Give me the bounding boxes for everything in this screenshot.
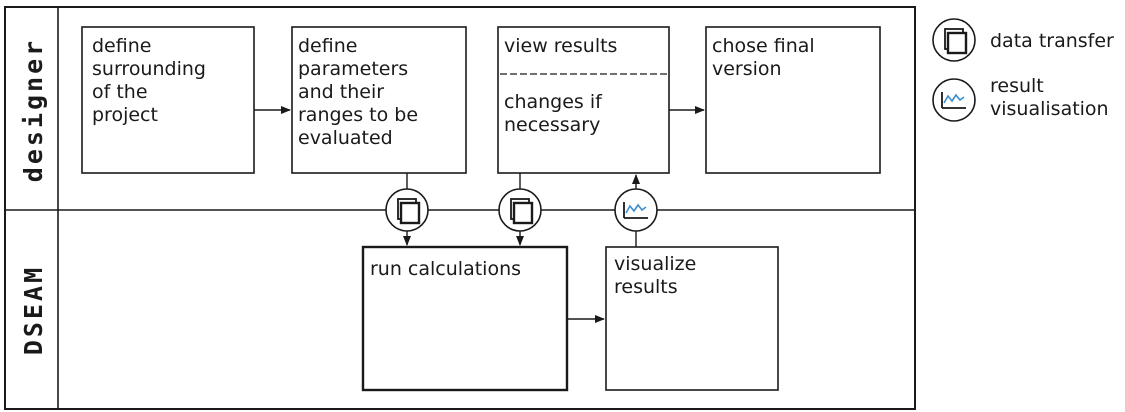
step-text-run-calculations: run calculations: [370, 258, 521, 280]
text-line: results: [614, 276, 678, 298]
text-line: run calculations: [370, 258, 521, 280]
text-line: surrounding: [92, 58, 206, 80]
legend-data-transfer-icon: [932, 18, 976, 62]
legend-label-data-transfer: data transfer: [990, 30, 1114, 52]
lane-label-dseam: DSEAM: [19, 265, 48, 355]
data-transfer-icon: [385, 188, 429, 232]
text-line: necessary: [504, 114, 600, 136]
text-line: chose final: [712, 35, 815, 57]
text-line: result: [990, 75, 1044, 97]
text-line: changes if: [504, 91, 603, 113]
text-line: ranges to be: [298, 104, 418, 126]
text-line: visualize: [614, 253, 696, 275]
text-line: define: [298, 35, 357, 57]
legend-result-visualisation-icon: [932, 78, 976, 122]
step-text-view-results: view results: [504, 35, 617, 57]
text-line: visualisation: [990, 98, 1109, 120]
swimlane-frame: [4, 6, 916, 410]
text-line: version: [712, 58, 782, 80]
step-box-visualize-results: [605, 246, 779, 391]
text-line: project: [92, 104, 158, 126]
text-line: parameters: [298, 58, 408, 80]
step-box-define-surrounding: [81, 26, 255, 174]
text-line: evaluated: [298, 127, 393, 149]
result-visualisation-icon: [614, 188, 658, 232]
text-line: of the: [92, 81, 148, 103]
legend-label-data-transfer-text: data transfer: [990, 30, 1114, 52]
step-box-view-results: [497, 26, 670, 174]
text-line: define: [92, 35, 151, 57]
lane-label-designer: designer: [19, 38, 48, 182]
step-box-define-parameters: [291, 26, 467, 174]
text-line: and their: [298, 81, 384, 103]
step-box-chose-final-version: [705, 26, 881, 174]
text-line: view results: [504, 35, 617, 57]
step-box-run-calculations: [361, 245, 569, 392]
step-text-run-calculations-text: run calculations: [370, 258, 521, 280]
data-transfer-icon: [498, 188, 542, 232]
step-text-view-results-text: view results: [504, 35, 617, 57]
text-line: data transfer: [990, 30, 1114, 52]
